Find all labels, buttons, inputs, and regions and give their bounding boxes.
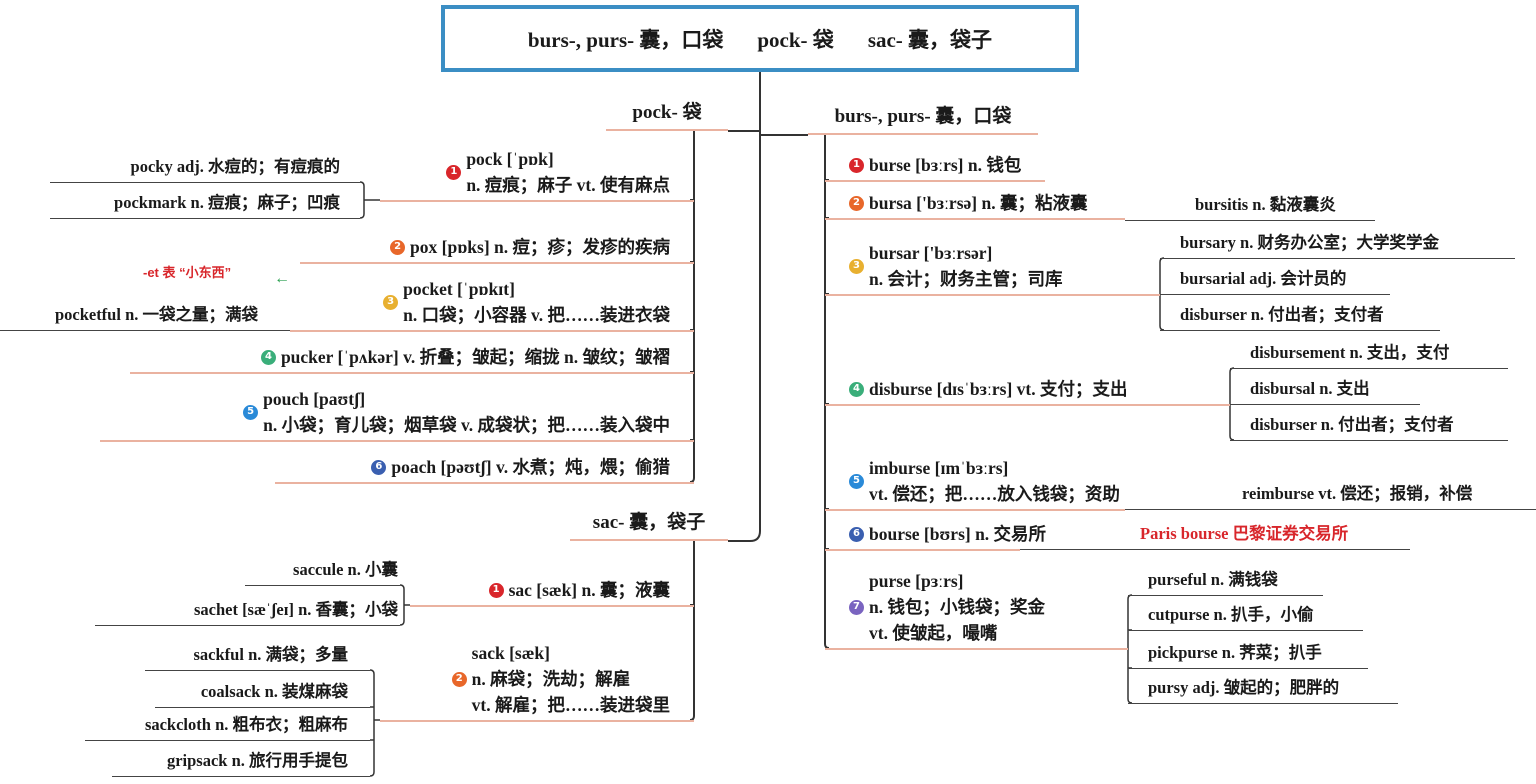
node-line: n. 麻袋；洗劫；解雇 (471, 669, 631, 689)
node-coalsack[interactable]: coalsack n. 装煤麻袋 (155, 679, 370, 708)
node-line: burse [bɜːrs] n. 钱包 (869, 155, 1022, 175)
root-part-burs: burs-, purs- 囊，口袋 (527, 27, 724, 52)
number-badge-icon: 1 (446, 164, 462, 180)
number-badge-icon: 4 (260, 349, 276, 365)
node-disbursal[interactable]: disbursal n. 支出 (1230, 376, 1420, 405)
number-badge-icon: 5 (849, 473, 864, 489)
arrow-left-icon: ← (274, 270, 290, 287)
node-sackful[interactable]: sackful n. 满袋；多量 (145, 642, 370, 671)
number-badge-icon: 3 (849, 258, 864, 274)
number-badge-icon: 2 (451, 671, 467, 687)
node-line: vt. 偿还；把……放入钱袋；资助 (869, 484, 1120, 504)
node-line: vt. 解雇；把……装进袋里 (471, 695, 670, 715)
number-badge-icon: 4 (849, 381, 864, 397)
node-pursy[interactable]: pursy adj. 皱起的；肥胖的 (1128, 675, 1398, 704)
node-bursa[interactable]: 2 bursa ['bɜːrsə] n. 囊；粘液囊 (825, 190, 1125, 220)
node-line: n. 痘痕；麻子 vt. 使有麻点 (466, 175, 670, 195)
node-line: n. 小袋；育儿袋；烟草袋 v. 成袋状；把……装入袋中 (263, 415, 670, 435)
branch-burs[interactable]: burs-, purs- 囊，口袋 (808, 103, 1038, 135)
branch-pock[interactable]: pock- 袋 (606, 99, 728, 131)
pock-bracket (359, 181, 380, 219)
node-disbursement[interactable]: disbursement n. 支出，支付 (1230, 340, 1508, 369)
branch-joins (728, 130, 808, 136)
node-imburse[interactable]: 5 imburse [ɪmˈbɜːrs] vt. 偿还；把……放入钱袋；资助 (825, 455, 1125, 511)
node-pocketful[interactable]: pocketful n. 一袋之量；满袋 (0, 302, 290, 331)
node-line: bursa ['bɜːrsə] n. 囊；粘液囊 (869, 193, 1088, 213)
node-line: pock [ˈpɒk] (466, 149, 554, 169)
node-line: pocket [ˈpɒkɪt] (403, 279, 515, 299)
number-badge-icon: 2 (849, 195, 864, 211)
node-line: bursar ['bɜːrsər] (869, 243, 993, 263)
node-reimburse[interactable]: reimburse vt. 偿还；报销，补偿 (1125, 481, 1536, 510)
node-line: imburse [ɪmˈbɜːrs] (869, 458, 1009, 478)
node-bursarial[interactable]: bursarial adj. 会计员的 (1160, 266, 1390, 295)
node-pickpurse[interactable]: pickpurse n. 荠菜；扒手 (1128, 640, 1368, 669)
node-line: pucker [ˈpʌkər] v. 折叠；皱起；缩拢 n. 皱纹；皱褶 (280, 347, 670, 367)
node-line: purse [pɜːrs] (869, 571, 964, 591)
number-badge-icon: 5 (243, 404, 259, 420)
root-topic[interactable]: burs-, purs- 囊，口袋 pock- 袋 sac- 囊，袋子 (441, 5, 1079, 72)
node-disburse[interactable]: 4 disburse [dɪsˈbɜːrs] vt. 支付；支出 (825, 376, 1230, 406)
node-line: sack [sæk] (471, 643, 550, 663)
node-disburser[interactable]: disburser n. 付出者；支付者 (1160, 302, 1440, 331)
node-line: n. 口袋；小容器 v. 把……装进衣袋 (403, 305, 670, 325)
node-pockmark[interactable]: pockmark n. 痘痕；麻子；凹痕 (50, 190, 360, 219)
number-badge-icon: 2 (390, 239, 406, 255)
node-sackcloth[interactable]: sackcloth n. 粗布衣；粗麻布 (85, 712, 370, 741)
node-line: poach [pəʊtʃ] v. 水煮；炖，煨；偷猎 (391, 457, 670, 477)
node-line: bourse [bʊrs] n. 交易所 (869, 524, 1047, 544)
node-bursar[interactable]: 3 bursar ['bɜːrsər] n. 会计；财务主管；司库 (825, 240, 1160, 296)
node-gripsack[interactable]: gripsack n. 旅行用手提包 (112, 748, 370, 777)
number-badge-icon: 7 (849, 599, 864, 615)
number-badge-icon: 3 (383, 294, 399, 310)
node-line: n. 钱包；小钱袋；奖金 (869, 597, 1045, 617)
node-line: disburse [dɪsˈbɜːrs] vt. 支付；支出 (869, 379, 1128, 399)
root-part-pock: pock- 袋 (757, 27, 834, 52)
note-et: -et 表 “小东西” (143, 265, 232, 280)
node-sachet[interactable]: sachet [sæˈʃeɪ] n. 香囊；小袋 (95, 597, 400, 626)
node-burse[interactable]: 1 burse [bɜːrs] n. 钱包 (825, 152, 1045, 182)
node-bursary[interactable]: bursary n. 财务办公室；大学奖学金 (1160, 230, 1515, 259)
node-line: vt. 使皱起，嘬嘴 (869, 623, 998, 643)
sack-bracket (369, 669, 380, 777)
node-bourse[interactable]: 6 bourse [bʊrs] n. 交易所 (825, 521, 1046, 551)
branch-sac[interactable]: sac- 囊，袋子 (570, 509, 728, 541)
pock-children-line (689, 131, 695, 483)
node-bursitis[interactable]: bursitis n. 黏液囊炎 (1125, 192, 1375, 221)
number-badge-icon: 6 (371, 459, 387, 475)
node-line: pox [pɒks] n. 痘；疹；发疹的疾病 (410, 237, 670, 257)
number-badge-icon: 1 (488, 582, 504, 598)
node-line: pouch [paʊtʃ] (263, 389, 366, 409)
node-paris-bourse[interactable]: Paris bourse 巴黎证券交易所 (1020, 521, 1410, 550)
node-disburser-2[interactable]: disburser n. 付出者；支付者 (1230, 412, 1508, 441)
node-saccule[interactable]: saccule n. 小囊 (245, 557, 400, 586)
node-line: n. 会计；财务主管；司库 (869, 269, 1063, 289)
node-line: sac [sæk] n. 囊；液囊 (508, 580, 670, 600)
trunk-line (728, 72, 761, 542)
number-badge-icon: 1 (849, 157, 864, 173)
node-purseful[interactable]: purseful n. 满钱袋 (1128, 567, 1323, 596)
node-purse[interactable]: 7 purse [pɜːrs] n. 钱包；小钱袋；奖金 vt. 使皱起，嘬嘴 (825, 568, 1128, 650)
node-pocky[interactable]: pocky adj. 水痘的；有痘痕的 (50, 154, 360, 183)
node-cutpurse[interactable]: cutpurse n. 扒手，小偷 (1128, 602, 1363, 631)
number-badge-icon: 6 (849, 526, 864, 542)
sac-bracket (399, 584, 410, 626)
root-part-sac: sac- 囊，袋子 (867, 27, 993, 52)
